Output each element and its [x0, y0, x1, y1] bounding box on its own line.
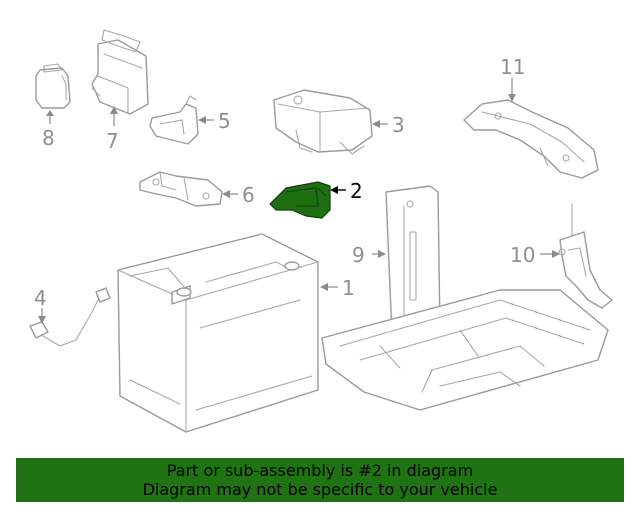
svg-text:11: 11: [500, 55, 525, 79]
banner-line-part: Part or sub-assembly is #2 in diagram: [166, 461, 474, 480]
part-2-bracket-highlighted[interactable]: [269, 181, 331, 219]
part-4-sensor-cable[interactable]: [29, 287, 111, 347]
part-10-side-bracket[interactable]: [558, 203, 613, 309]
svg-text:6: 6: [242, 183, 255, 207]
callout-6: 6: [222, 183, 255, 207]
svg-text:2: 2: [350, 179, 363, 203]
callout-7: 7: [106, 106, 119, 153]
part-6-hold-down-clamp[interactable]: [139, 171, 223, 207]
part-3-terminal-cover[interactable]: [273, 89, 373, 155]
part-7-control-module[interactable]: [91, 29, 149, 115]
banner-line-disclaimer: Diagram may not be specific to your vehi…: [142, 480, 498, 499]
callout-9: 9: [352, 243, 386, 267]
part-1-battery[interactable]: [117, 233, 319, 433]
svg-text:4: 4: [34, 286, 47, 310]
svg-text:7: 7: [106, 129, 119, 153]
callout-11: 11: [500, 55, 525, 102]
svg-text:9: 9: [352, 243, 365, 267]
callout-2: 2: [330, 179, 363, 203]
callout-5: 5: [198, 109, 231, 133]
parts-diagram: 8 7 5 3: [29, 29, 613, 433]
part-8-connector-cap[interactable]: [35, 63, 71, 109]
svg-text:1: 1: [342, 276, 355, 300]
svg-text:3: 3: [392, 113, 405, 137]
callout-1: 1: [320, 276, 355, 300]
svg-text:5: 5: [218, 109, 231, 133]
part-11-support-bracket[interactable]: [463, 99, 599, 179]
callout-3: 3: [372, 113, 405, 137]
callout-10: 10: [510, 243, 560, 267]
part-9-battery-tray[interactable]: [321, 185, 609, 411]
svg-text:10: 10: [510, 243, 535, 267]
callout-4: 4: [34, 286, 47, 324]
part-info-banner: Part or sub-assembly is #2 in diagram Di…: [16, 458, 624, 502]
callout-8: 8: [42, 110, 55, 150]
part-5-connector-clip[interactable]: [149, 95, 199, 145]
svg-text:8: 8: [42, 126, 55, 150]
